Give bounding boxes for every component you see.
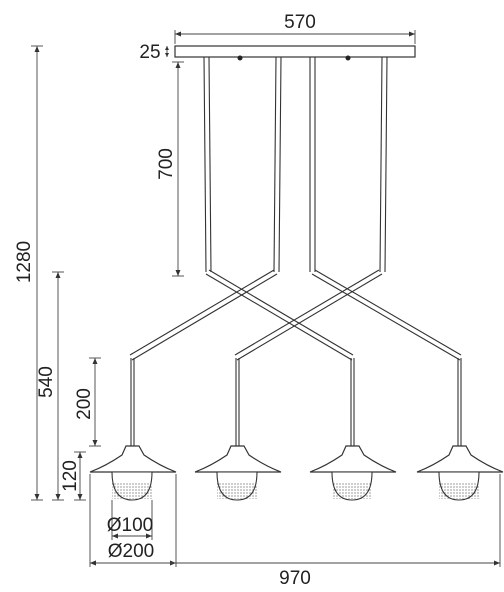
lamp-2 [194, 445, 282, 501]
dim-total-width: 970 [90, 474, 501, 589]
lamp-3 [309, 445, 397, 501]
dim-lower-height: 540 [36, 271, 64, 501]
lamp-1 [89, 445, 177, 501]
dim-stem-height: 200 [74, 357, 101, 447]
label-lower-height: 540 [36, 366, 57, 398]
dim-canopy-height: 25 [139, 42, 169, 63]
dim-shade-height: 120 [60, 451, 86, 501]
label-globe-diameter: Ø100 [107, 515, 153, 536]
label-shade-diameter: Ø200 [108, 541, 154, 562]
label-canopy-width: 570 [284, 12, 316, 33]
label-shade-height: 120 [60, 460, 81, 492]
label-total-height: 1280 [14, 241, 35, 283]
label-stem-height: 200 [74, 388, 95, 420]
label-canopy-height: 25 [139, 42, 160, 63]
label-total-width: 970 [279, 568, 311, 589]
dim-cable-length: 700 [156, 61, 184, 277]
ceiling-canopy [174, 45, 416, 61]
dim-globe-diameter: Ø100 [107, 500, 153, 540]
dim-canopy-width: 570 [174, 12, 416, 44]
suspension-arms [129, 56, 462, 446]
label-cable-length: 700 [156, 148, 177, 180]
lamp-4 [416, 445, 504, 501]
dim-total-height: 1280 [14, 45, 43, 501]
